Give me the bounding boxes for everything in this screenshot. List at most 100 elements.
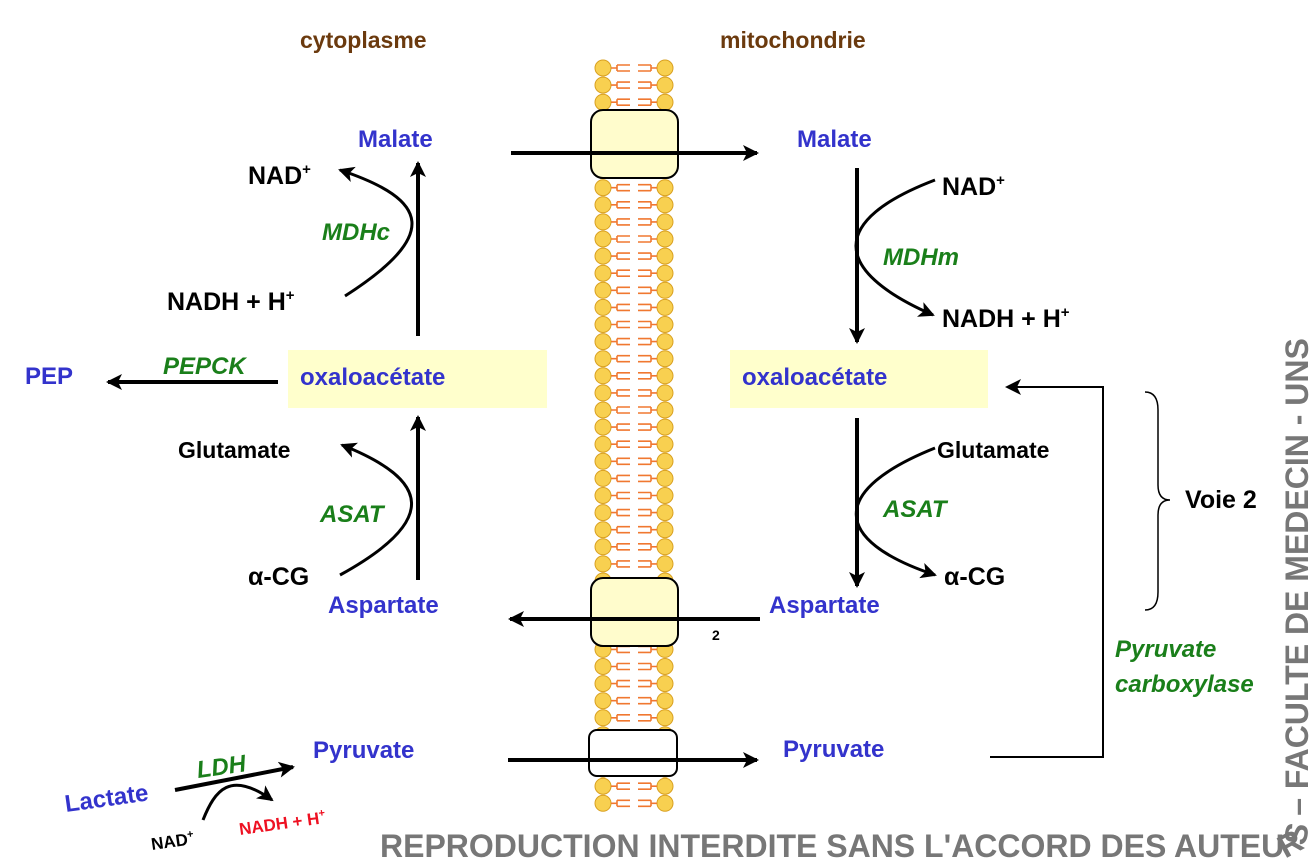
lipid-head [656, 521, 674, 539]
enzyme-mdhc: MDHc [322, 219, 390, 246]
lipid-tail [611, 714, 657, 722]
pyruvate-cyto: Pyruvate [313, 737, 414, 764]
lipid-head [656, 247, 674, 265]
lipid-tail [611, 782, 657, 790]
asat-c-cofactor-curve [339, 442, 413, 577]
nadh-ldh: NADH + H+ [238, 807, 327, 839]
asat-m-cofactor-curve [855, 446, 937, 579]
lipid-tail [611, 679, 657, 688]
oaa-box-mito [730, 350, 988, 408]
pyruvate-carboxylase-arrow [990, 379, 1104, 758]
lipid-tail [611, 508, 657, 517]
lipid-head [594, 794, 612, 812]
lipid-tail [611, 235, 657, 243]
lipid-head [594, 418, 612, 436]
lipid-head [656, 59, 674, 77]
lipid-tail [611, 218, 657, 226]
oaa-cyto: oxaloacétate [300, 364, 445, 391]
enzyme-asat-cyto: ASAT [319, 501, 386, 528]
lipid-head [656, 692, 674, 710]
lipid-head [594, 504, 612, 522]
lipid-tail [611, 474, 657, 483]
lipid-head [656, 538, 674, 556]
lipid-head [594, 281, 612, 299]
lipid-head [656, 333, 674, 351]
lipid-head [594, 777, 612, 795]
mdhm-cofactor-curve [854, 178, 936, 317]
mdhc-cofactor-curve [338, 166, 414, 298]
lipid-tail [611, 286, 657, 295]
lipid-head [656, 487, 674, 504]
lipid-head [594, 350, 612, 368]
lipid-tail [611, 389, 657, 397]
lipid-tail [611, 696, 657, 705]
transporter-number: 2 [712, 627, 720, 643]
lipid-head [656, 504, 674, 522]
lipid-tail [611, 457, 657, 466]
lipid-head [656, 350, 674, 368]
glutamate-cyto: Glutamate [178, 437, 290, 463]
lipid-tail [611, 440, 657, 448]
header-mitochondrie: mitochondrie [720, 27, 866, 53]
header-cytoplasme: cytoplasme [300, 27, 427, 53]
lipid-head [594, 93, 612, 111]
enzyme-asat-mito: ASAT [882, 496, 949, 523]
lipid-tail [611, 183, 657, 192]
lipid-head [594, 316, 612, 333]
lipid-head [594, 333, 612, 351]
acg-mito: α-CG [944, 563, 1005, 591]
lipid-head [594, 230, 612, 248]
lipid-tail [611, 560, 657, 568]
enzyme-mdhm: MDHm [883, 244, 959, 271]
nad-mito: NAD+ [942, 172, 1005, 201]
lipid-tail [611, 252, 657, 260]
lipid-head [594, 401, 612, 419]
lipid-head [594, 435, 612, 453]
lipid-head [594, 658, 612, 675]
lipid-head [594, 692, 612, 710]
nadh-cyto: NADH + H+ [167, 287, 295, 316]
lipid-head [656, 658, 674, 675]
lipid-head [656, 794, 674, 812]
lipid-tail [611, 525, 657, 534]
lipid-head [656, 264, 674, 282]
malate-transporter [590, 109, 679, 179]
lipid-head [656, 281, 674, 299]
nad-ldh: NAD+ [150, 828, 196, 854]
lipid-head [594, 675, 612, 693]
lipid-head [594, 469, 612, 487]
lipid-head [594, 59, 612, 77]
lipid-tail [611, 645, 657, 654]
lipid-head [656, 555, 674, 573]
lipid-head [656, 401, 674, 419]
oaa-mito: oxaloacétate [742, 364, 887, 391]
lipid-head [594, 196, 612, 214]
aspartate-mito: Aspartate [769, 592, 880, 619]
voie-brace [1144, 391, 1171, 611]
lipid-tail [611, 799, 657, 808]
lipid-head [656, 93, 674, 111]
lipid-tail [611, 406, 657, 414]
voie-label: Voie 2 [1185, 486, 1257, 514]
aspartate-transporter [590, 577, 679, 647]
lipid-tail [611, 81, 657, 89]
lipid-head [656, 418, 674, 436]
malate-mito: Malate [797, 126, 872, 153]
lipid-head [656, 213, 674, 231]
lipid-tail [611, 543, 657, 551]
lipid-tail [611, 269, 657, 277]
lipid-head [656, 316, 674, 333]
lipid-head [594, 452, 612, 470]
lipid-head [594, 538, 612, 556]
lipid-head [594, 213, 612, 231]
lactate-to-pyruvate-arrow [174, 761, 295, 792]
lipid-head [594, 76, 612, 94]
lipid-head [656, 469, 674, 487]
nad-cyto: NAD+ [248, 161, 311, 190]
enzyme-pc-line1: Pyruvate [1115, 636, 1216, 663]
malate-cyto: Malate [358, 126, 433, 153]
lipid-head [656, 452, 674, 470]
lipid-head [656, 435, 674, 453]
lipid-head [594, 247, 612, 265]
